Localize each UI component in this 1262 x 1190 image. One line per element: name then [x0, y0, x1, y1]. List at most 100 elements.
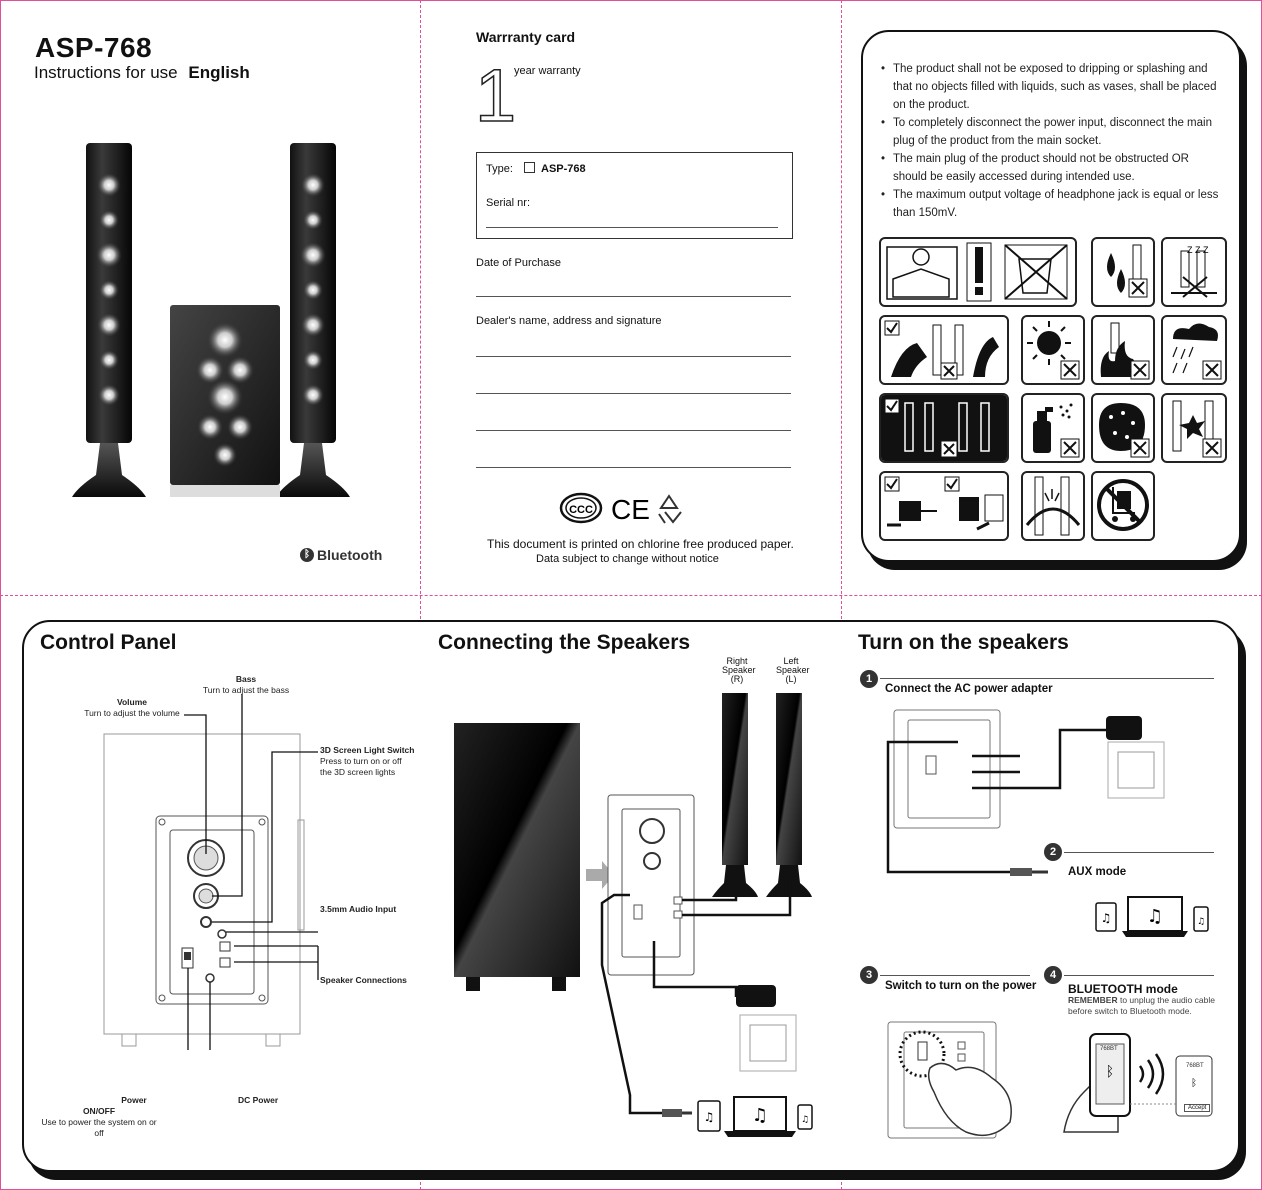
read-manual-icon — [879, 237, 1077, 307]
step-4-label: BLUETOOTH mode — [1068, 982, 1178, 996]
connecting-diagram: ♫ ♫ ♫ — [454, 693, 813, 1137]
audio-plug-icon — [662, 1109, 692, 1117]
svg-text:CCC: CCC — [569, 504, 593, 516]
step-3-badge: 3 — [860, 966, 878, 984]
volume-callout: Volume Turn to adjust the volume — [80, 697, 184, 719]
speaker-connections-label: Speaker Connections — [320, 975, 407, 985]
no-cart-icon — [1091, 471, 1155, 541]
arrow-icon — [586, 861, 614, 889]
dealer-label: Dealer's name, address and signature — [476, 315, 662, 327]
step-4-badge: 4 — [1044, 966, 1062, 984]
step-1-label: Connect the AC power adapter — [885, 683, 1053, 695]
ce-mark-icon: CE — [611, 494, 650, 525]
safety-bullets: The product shall not be exposed to drip… — [879, 60, 1225, 222]
safety-bullet: The maximum output voltage of headphone … — [879, 186, 1225, 222]
light-switch-title: 3D Screen Light Switch — [320, 745, 415, 755]
power-adapter-icon — [736, 985, 776, 1007]
aux-devices-diagram: ♫ ♫ ♫ — [1095, 896, 1209, 937]
bluetooth-icon: ᛒ — [300, 548, 314, 562]
cover-model-title: ASP-768 — [35, 32, 153, 63]
speaker-connections-callout: Speaker Connections — [320, 975, 407, 986]
date-line[interactable] — [476, 296, 791, 297]
dc-power-callout: DC Power — [238, 1095, 278, 1106]
power-switch-icon — [181, 947, 194, 969]
ccc-mark-icon: CCC — [559, 492, 603, 524]
no-rain-icon — [1161, 315, 1227, 385]
popup-title-label: 768BT — [1186, 1063, 1204, 1069]
step-4-rule — [1064, 975, 1214, 976]
connecting-title: Connecting the Speakers — [438, 631, 691, 654]
left-label-2: Speaker — [776, 665, 810, 675]
dc-jack-icon — [205, 973, 215, 983]
tower-speakers — [712, 693, 812, 897]
power-callout: Power ON/OFF Use to power the system on … — [36, 1095, 162, 1139]
dealer-line-4[interactable] — [476, 467, 791, 468]
svg-text:♫: ♫ — [704, 1110, 715, 1124]
warranty-type-box: Type: ASP-768 Serial nr: — [476, 152, 793, 239]
no-sun-icon — [1021, 315, 1085, 385]
speaker-set-illustration — [72, 143, 350, 497]
right-label-1: Right — [726, 656, 748, 666]
left-speaker-label: Left Speaker (L) — [776, 657, 810, 684]
volume-knob-icon — [187, 839, 225, 877]
phone-screen-label: 768BT — [1100, 1046, 1118, 1052]
step-4-note-bold: REMEMBER — [1068, 995, 1118, 1005]
aux-laptop-icon: ♫ — [1122, 896, 1188, 937]
ac-adapter-diagram — [886, 709, 1165, 876]
no-impact-icon — [1161, 393, 1227, 463]
power-title: Power ON/OFF — [82, 1095, 147, 1116]
audio-jack-icon — [217, 929, 227, 939]
serial-line[interactable] — [486, 227, 778, 228]
volume-desc: Turn to adjust the volume — [84, 708, 180, 718]
step-4-note-text: to unplug the audio cable before switch … — [1068, 995, 1215, 1016]
step-1-badge: 1 — [860, 670, 878, 688]
bt-popup-icon: ᛒ — [1175, 1055, 1213, 1117]
no-fire-icon — [1091, 315, 1155, 385]
accept-button[interactable]: Accept — [1184, 1104, 1211, 1112]
bass-title: Bass — [235, 674, 257, 684]
ventilation-icon — [879, 393, 1009, 463]
dc-power-label: DC Power — [238, 1095, 279, 1105]
no-stack-icon: Z Z Z — [1161, 237, 1227, 307]
aux-phone-icon: ♫ — [1193, 906, 1209, 932]
dealer-line-3[interactable] — [476, 430, 791, 431]
safety-bullet: The main plug of the product should not … — [879, 150, 1225, 186]
type-label-text: Type: — [486, 163, 513, 175]
step-2-label: AUX mode — [1068, 866, 1127, 878]
clean-ok-icon — [879, 315, 1009, 385]
certification-marks: CCC CE — [559, 492, 682, 525]
phone-icon: ♫ — [797, 1104, 813, 1130]
hand-press-icon — [927, 1062, 1012, 1137]
svg-text:Z Z Z: Z Z Z — [1187, 245, 1209, 255]
step-3-label: Switch to turn on the power — [885, 980, 1037, 992]
svg-text:♫: ♫ — [1197, 917, 1205, 927]
cover-subtitle: Instructions for use English — [34, 63, 250, 83]
audio-input-callout: 3.5mm Audio Input — [320, 904, 396, 915]
light-switch-desc-2: the 3D screen lights — [320, 767, 396, 777]
signal-waves-icon — [1138, 1053, 1165, 1095]
step-4-note: REMEMBER to unplug the audio cable befor… — [1068, 995, 1220, 1017]
type-checkbox[interactable] — [523, 162, 535, 173]
power-desc: Use to power the system on or off — [41, 1117, 157, 1138]
bluetooth-wordmark: Bluetooth — [317, 547, 383, 563]
bass-callout: Bass Turn to adjust the bass — [198, 674, 294, 696]
light-switch-desc-1: Press to turn on or off — [320, 756, 402, 766]
bluetooth-logo: ᛒ Bluetooth — [300, 547, 382, 563]
wall-adapter-icon — [1106, 716, 1142, 740]
bass-knob-icon — [193, 883, 219, 909]
svg-text:♫: ♫ — [801, 1115, 809, 1125]
dealer-line-1[interactable] — [476, 356, 791, 357]
warranty-period: year warranty — [514, 65, 581, 77]
svg-text:CE: CE — [611, 494, 650, 525]
dealer-line-2[interactable] — [476, 393, 791, 394]
type-value: ASP-768 — [541, 163, 586, 175]
recycle-icon — [658, 494, 682, 524]
turn-on-title: Turn on the speakers — [858, 631, 1069, 654]
svg-text:ᛒ: ᛒ — [1106, 1064, 1114, 1080]
cover-subtitle-text: Instructions for use — [34, 63, 178, 82]
warranty-panel: Warrranty card 1 year warranty Type: ASP… — [421, 0, 841, 595]
right-label-3: (R) — [730, 674, 744, 684]
step-2-rule — [1064, 852, 1214, 853]
step-1-rule — [880, 678, 1214, 679]
left-tower-speaker — [72, 143, 146, 497]
